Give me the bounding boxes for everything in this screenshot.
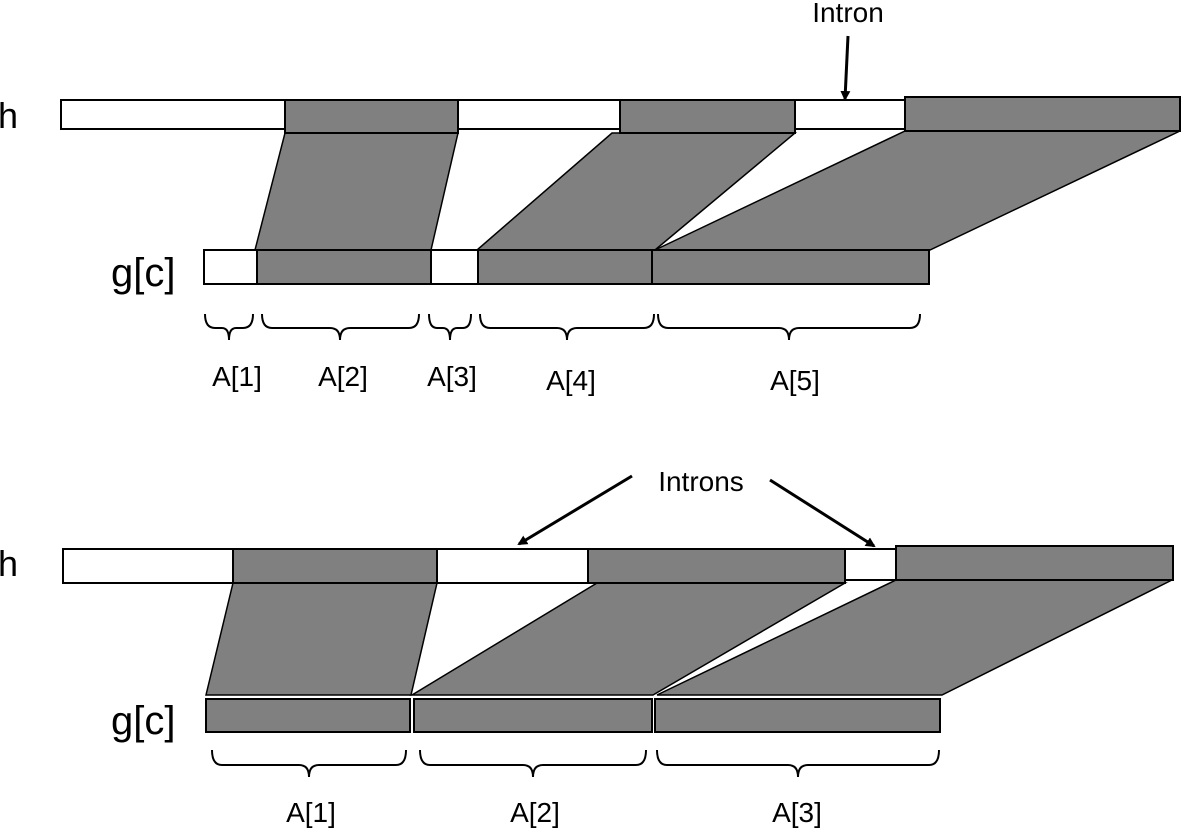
intron-region (794, 99, 906, 130)
segment-braces-bottom (211, 749, 940, 778)
segment-label: A[3] (772, 797, 822, 828)
introns-annotation: Introns (658, 466, 744, 497)
intron-annotation: Intron (812, 0, 884, 28)
mapping-band-1 (254, 132, 459, 251)
segment-label: A[1] (286, 797, 336, 828)
segment-braces-top (204, 313, 921, 341)
h-sequence (60, 96, 1181, 134)
segment-label: A[4] (546, 365, 596, 396)
segment-label: A[3] (427, 361, 477, 392)
intron-region (436, 548, 589, 584)
segment-label: A[5] (770, 365, 820, 396)
segment-label: A[2] (510, 797, 560, 828)
gc-label: g[c] (111, 699, 175, 743)
introns-arrow-left (517, 474, 633, 546)
gc-label: g[c] (111, 251, 175, 295)
h-label: h (0, 95, 18, 136)
intron-arrow (840, 35, 851, 101)
h-label: h (0, 543, 18, 584)
h-sequence (62, 545, 1174, 584)
mapping-band-1 (205, 582, 438, 696)
intron-region (844, 548, 897, 581)
gc-sequence (203, 249, 930, 285)
introns-arrow-right (769, 478, 876, 548)
gc-sequence (205, 698, 941, 733)
segment-label: A[1] (212, 361, 262, 392)
segment-label: A[2] (318, 361, 368, 392)
panel-top (60, 35, 1181, 341)
panel-bottom (62, 474, 1174, 778)
